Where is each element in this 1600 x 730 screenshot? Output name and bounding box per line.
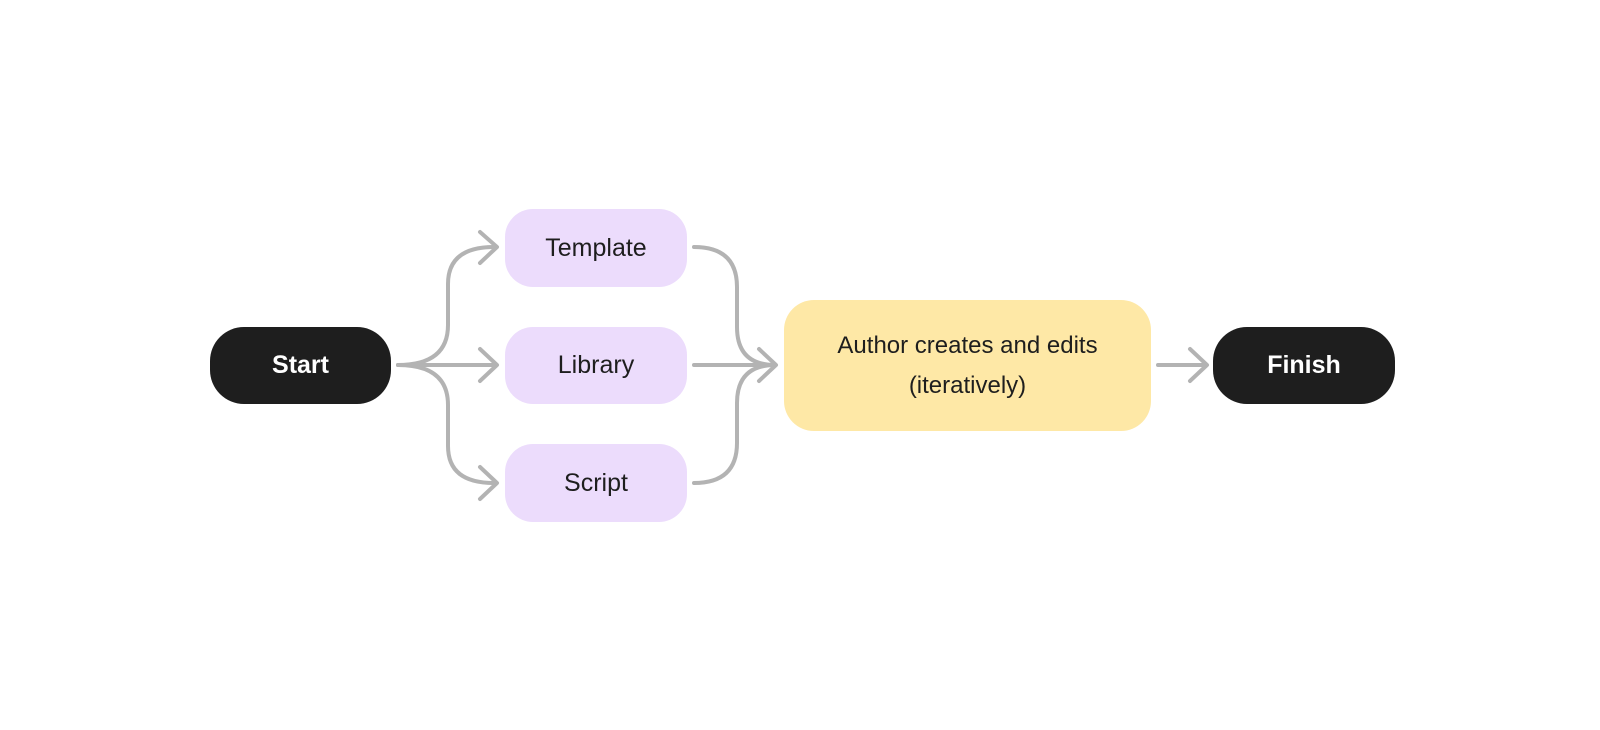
finish-label: Finish (1267, 351, 1341, 379)
arrowhead-finish-icon (1188, 347, 1209, 383)
connector-script-process (692, 363, 777, 485)
connector-start-script (396, 363, 496, 485)
finish-node: Finish (1213, 327, 1395, 404)
start-node: Start (210, 327, 391, 404)
script-label: Script (564, 468, 628, 497)
start-label: Start (272, 351, 329, 379)
connector-template-process (692, 245, 777, 367)
library-label: Library (557, 351, 635, 379)
template-node: Template (505, 209, 687, 287)
template-label: Template (545, 233, 647, 262)
arrowhead-process-icon (757, 347, 778, 383)
script-node: Script (505, 444, 687, 522)
library-node: Library (505, 327, 687, 404)
arrowhead-template-icon (478, 230, 499, 265)
arrowhead-library-icon (478, 347, 499, 383)
connector-start-template (396, 245, 496, 367)
author-process-node: Author creates and edits (iteratively) (784, 300, 1151, 431)
arrowhead-script-icon (478, 465, 499, 501)
process-label-line1: Author creates and edits (837, 331, 1098, 359)
process-label-line2: (iteratively) (908, 371, 1027, 399)
